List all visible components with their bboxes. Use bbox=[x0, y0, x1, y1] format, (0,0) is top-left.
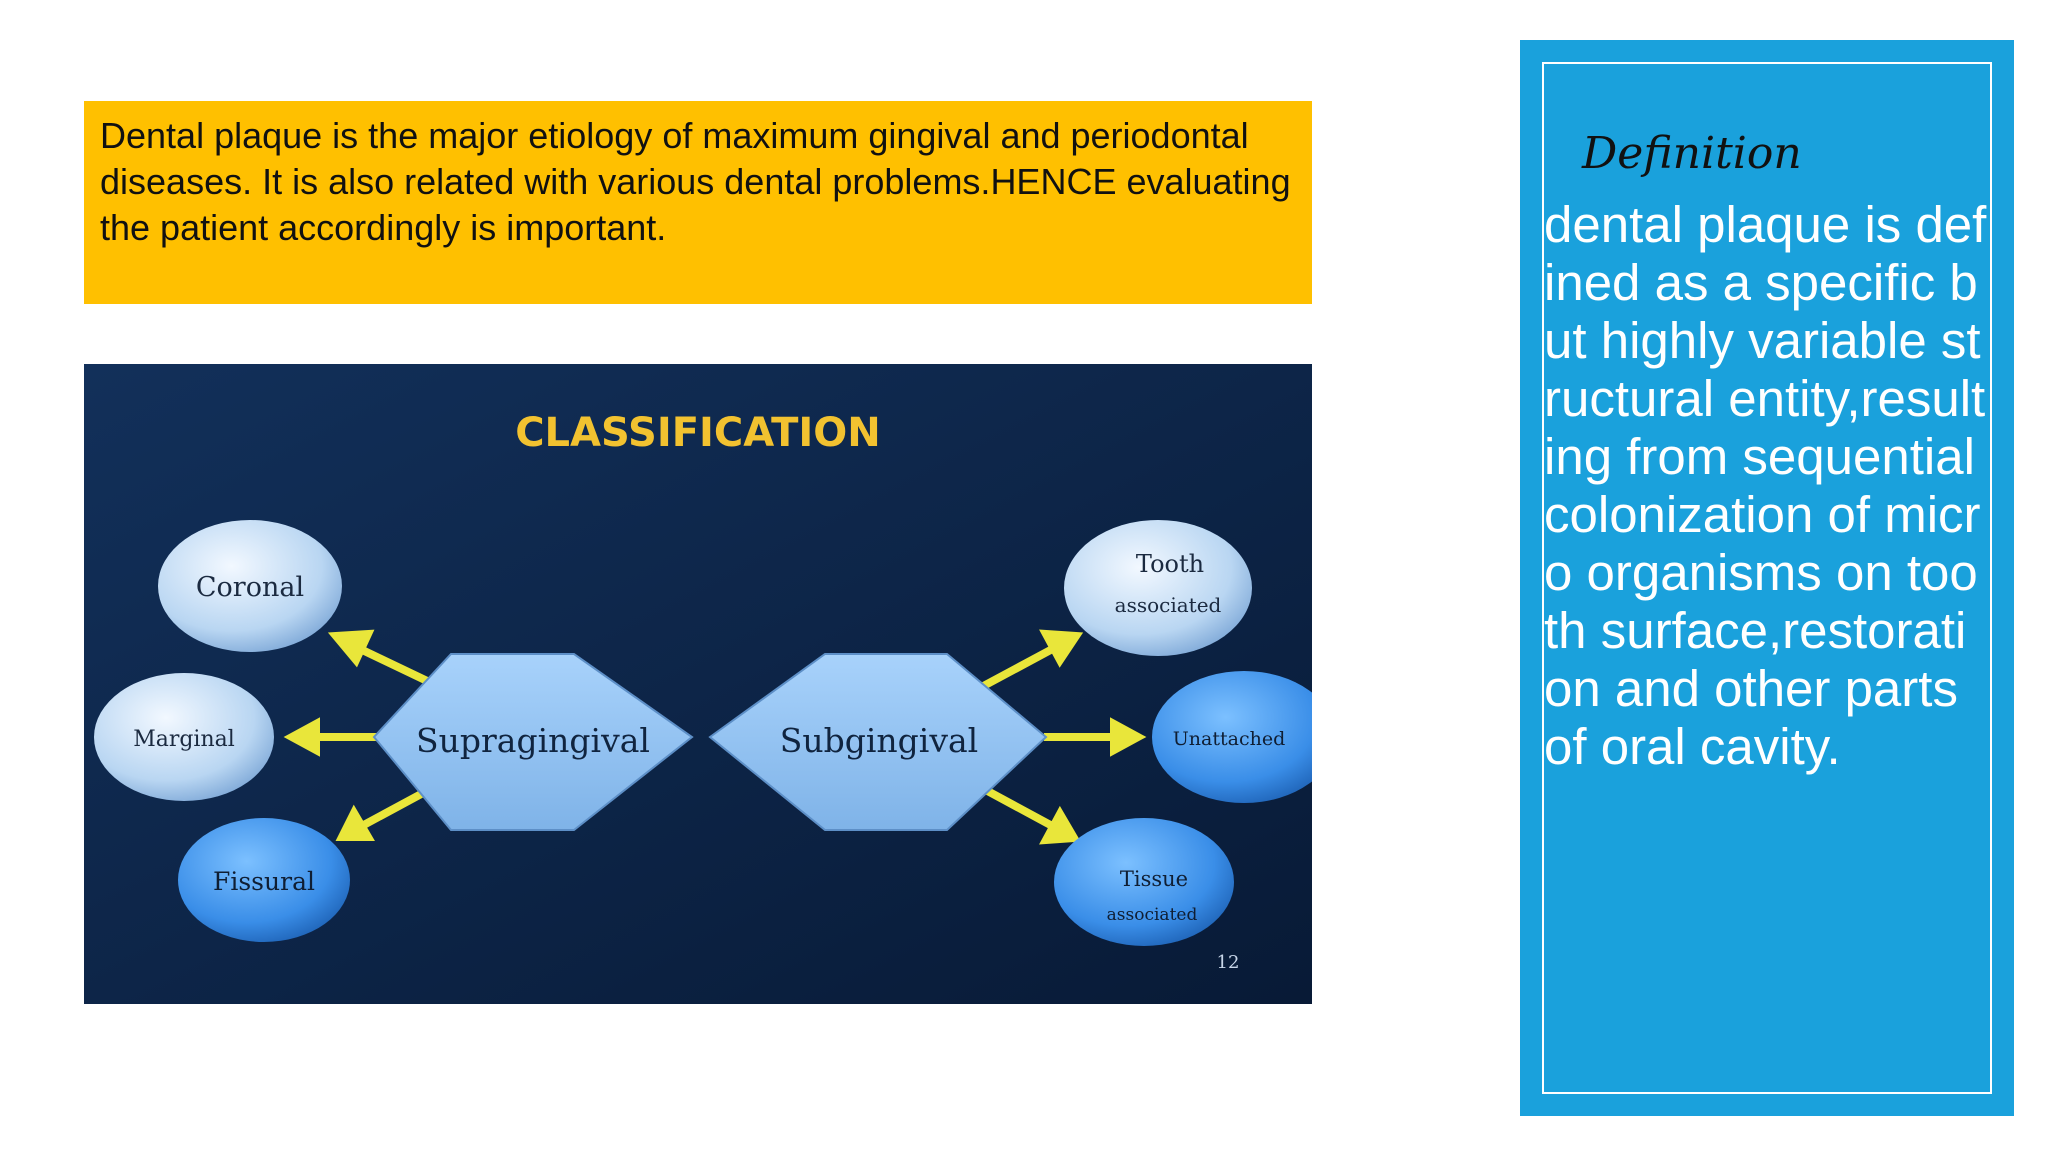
arrow-to-tooth-associated-head bbox=[1039, 629, 1084, 668]
arrow-to-tissue-associated-head bbox=[1039, 805, 1081, 845]
tissue-associated-label-line2: associated bbox=[1107, 905, 1198, 925]
tissue-associated-label-line1: Tissue bbox=[1120, 867, 1188, 891]
definition-panel: Definition dental plaque is defined as a… bbox=[1520, 40, 2014, 1116]
supragingival-hexagon bbox=[372, 653, 694, 831]
supragingival-label: Supragingival bbox=[416, 721, 650, 760]
fissural-circle bbox=[178, 818, 350, 942]
definition-frame bbox=[1542, 62, 1992, 1094]
tooth-associated-label-line2: associated bbox=[1115, 593, 1222, 617]
arrow-to-coronal-head bbox=[327, 629, 375, 668]
definition-title: Definition bbox=[1582, 128, 1802, 179]
tooth-associated-circle bbox=[1064, 520, 1252, 656]
classification-diagram: CLASSIFICATION Supragingival Subgingival… bbox=[84, 364, 1312, 1004]
fissural-label: Fissural bbox=[213, 867, 315, 896]
coronal-label: Coronal bbox=[196, 572, 304, 603]
intro-box: Dental plaque is the major etiology of m… bbox=[84, 101, 1312, 304]
diagram-title: CLASSIFICATION bbox=[515, 410, 881, 456]
marginal-circle bbox=[94, 673, 274, 801]
subgingival-hexagon bbox=[708, 653, 1048, 831]
arrow-to-fissural-head bbox=[335, 804, 375, 841]
unattached-circle bbox=[1152, 671, 1312, 803]
arrow-to-tooth-associated bbox=[974, 642, 1060, 694]
arrows-group bbox=[283, 629, 1147, 845]
arrow-to-unattached-head bbox=[1110, 717, 1147, 757]
subgingival-label: Subgingival bbox=[780, 721, 978, 760]
tissue-associated-circle bbox=[1054, 818, 1234, 946]
tooth-associated-label-line1: Tooth bbox=[1136, 550, 1204, 578]
coronal-circle bbox=[158, 520, 342, 652]
definition-body: dental plaque is defined as a specific b… bbox=[1544, 196, 1987, 775]
unattached-label: Unattached bbox=[1173, 728, 1285, 750]
arrow-to-tissue-associated bbox=[980, 784, 1058, 832]
marginal-label: Marginal bbox=[133, 727, 235, 752]
intro-text: Dental plaque is the major etiology of m… bbox=[100, 115, 1291, 248]
arrow-to-marginal-head bbox=[283, 717, 320, 757]
classification-diagram-svg: CLASSIFICATION Supragingival Subgingival… bbox=[84, 364, 1312, 1004]
diagram-page-number: 12 bbox=[1217, 952, 1240, 973]
